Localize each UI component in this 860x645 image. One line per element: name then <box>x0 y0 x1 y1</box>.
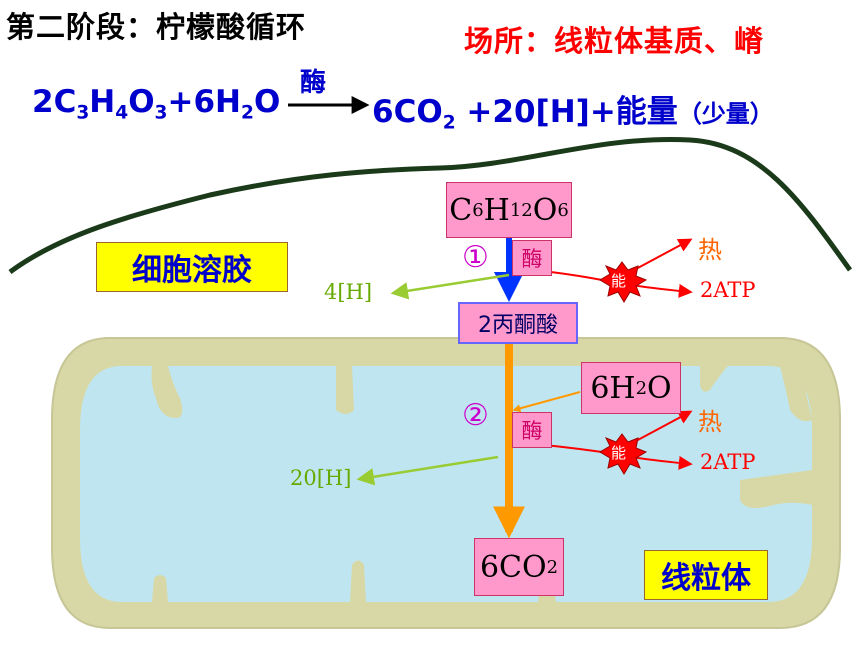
energy-2-text: 能 <box>611 444 627 462</box>
cytosol-label: 细胞溶胶 <box>96 242 288 292</box>
mitochondrion-matrix <box>80 366 812 602</box>
energy-burst-2 <box>599 433 648 475</box>
hydrogen-4-label: 4[H] <box>324 280 373 304</box>
enzyme-1-box: 酶 <box>512 240 552 276</box>
equation-enzyme: 酶 <box>300 68 327 98</box>
step-1-number: ① <box>462 240 489 275</box>
heat-arrow-1 <box>633 238 693 271</box>
atp-1-label: 2ATP <box>700 278 756 302</box>
energy-1-text: 能 <box>611 272 627 290</box>
cristae <box>151 366 812 602</box>
arrow-20h <box>356 455 499 486</box>
reaction-location: 场所：线粒体基质、嵴 <box>464 24 765 58</box>
pyruvate-box: 2丙酮酸 <box>458 302 578 344</box>
heat-1-label: 热 <box>698 236 722 264</box>
equation-reactants: 2C3H4O3+6H2O <box>32 84 281 124</box>
heat-2-label: 热 <box>698 408 722 436</box>
energy-burst-1 <box>599 261 648 303</box>
arrow-4h <box>390 273 510 300</box>
arrow-water-to-cycle <box>512 391 581 413</box>
hydrogen-20-label: 20[H] <box>290 466 352 490</box>
enzyme-2-box: 酶 <box>512 412 552 448</box>
cell-membrane-line <box>8 136 853 275</box>
equation-products: 6CO2 +20[H]+能量（少量） <box>372 94 774 134</box>
mitochondrion-label: 线粒体 <box>644 550 768 600</box>
step-2-number: ② <box>462 398 489 433</box>
heat-arrow-2 <box>633 410 693 443</box>
stage-title: 第二阶段：柠檬酸循环 <box>6 10 307 44</box>
atp-2-label: 2ATP <box>700 450 756 474</box>
